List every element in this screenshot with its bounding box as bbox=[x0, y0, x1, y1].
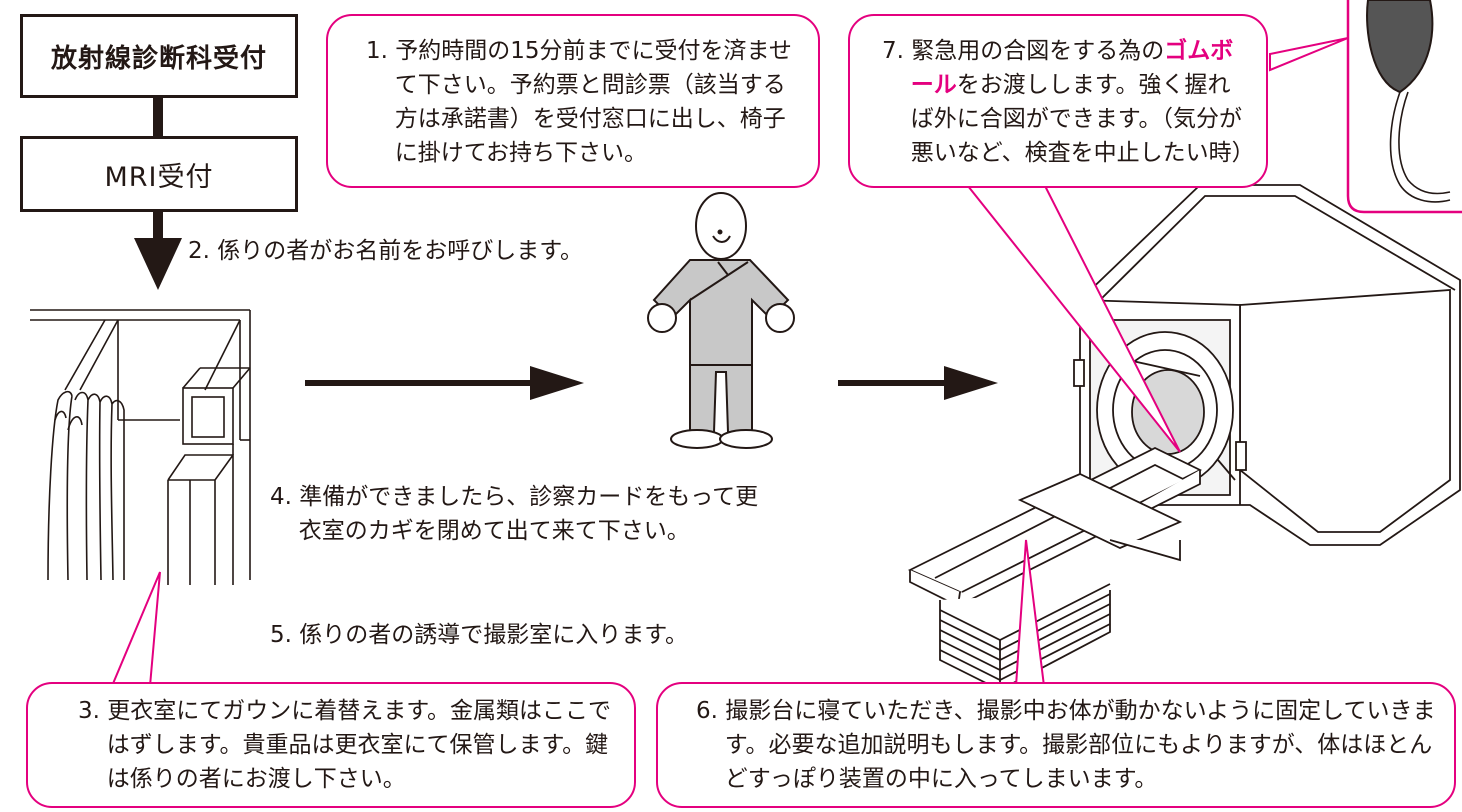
flow-arrow-to-scanner bbox=[838, 366, 998, 400]
step3-text: 3. 更衣室にてガウンに着替えます。金属類はここではずします。貴重品は更衣室にて… bbox=[78, 698, 611, 792]
step7-suffix: をお渡しします。強く握れば外に合図ができます。（気分が悪いなど、検査を中止したい… bbox=[910, 72, 1255, 166]
step7-text: 7. 緊急用の合図をする為のゴムボールをお渡しします。強く握れば外に合図ができま… bbox=[882, 34, 1255, 170]
step2-note: 2. 係りの者がお名前をお呼びします。 bbox=[188, 238, 583, 264]
flow-connector bbox=[134, 98, 182, 290]
step1-callout: 1. 予約時間の15分前までに受付を済ませて下さい。予約票と問診票（該当する方は… bbox=[326, 14, 820, 188]
step1-text: 1. 予約時間の15分前までに受付を済ませて下さい。予約票と問診票（該当する方は… bbox=[366, 38, 792, 166]
mri-reception-box: MRI受付 bbox=[20, 136, 298, 212]
step6-text: 6. 撮影台に寝ていただき、撮影中お体が動かないように固定していきます。必要な追… bbox=[696, 698, 1436, 792]
radiology-reception-box: 放射線診断科受付 bbox=[20, 14, 298, 98]
step5-note: 5. 係りの者の誘導で撮影室に入ります。 bbox=[270, 622, 688, 648]
step6-callout: 6. 撮影台に寝ていただき、撮影中お体が動かないように固定していきます。必要な追… bbox=[656, 682, 1456, 808]
rubber-ball-term: ゴムボール bbox=[910, 38, 1234, 98]
radiology-reception-label: 放射線診断科受付 bbox=[50, 43, 267, 74]
rubber-ball-illustration bbox=[1366, 0, 1451, 203]
step4-note: 4. 準備ができましたら、診察カードをもって更衣室のカギを閉めて出て来て下さい。 bbox=[270, 480, 780, 548]
ball-callout-frame bbox=[1346, 0, 1462, 214]
patient-in-gown-illustration bbox=[647, 192, 795, 449]
step7-prefix: 7. 緊急用の合図をする為の bbox=[882, 38, 1165, 64]
mri-reception-label: MRI受付 bbox=[104, 161, 214, 193]
changing-room-illustration bbox=[30, 309, 251, 585]
step7-callout: 7. 緊急用の合図をする為のゴムボールをお渡しします。強く握れば外に合図ができま… bbox=[848, 14, 1268, 188]
step3-callout: 3. 更衣室にてガウンに着替えます。金属類はここではずします。貴重品は更衣室にて… bbox=[26, 682, 636, 808]
step4-text: 4. 準備ができましたら、診察カードをもって更衣室のカギを閉めて出て来て下さい。 bbox=[270, 484, 759, 544]
flow-arrow-to-patient bbox=[305, 366, 584, 400]
mri-scanner-illustration bbox=[907, 184, 1461, 692]
